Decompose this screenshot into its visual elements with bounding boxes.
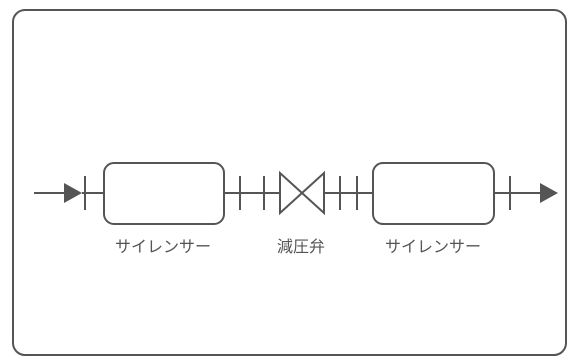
inlet-arrow <box>34 183 82 203</box>
outlet-arrow <box>540 183 558 203</box>
silencer-left <box>103 162 225 225</box>
label-silencer-left: サイレンサー <box>115 237 211 256</box>
outer-frame <box>12 9 567 356</box>
reducing-valve-symbol <box>279 170 325 216</box>
silencer-right <box>372 162 495 225</box>
label-reducing-valve: 減圧弁 <box>277 237 325 256</box>
label-silencer-right: サイレンサー <box>385 237 481 256</box>
